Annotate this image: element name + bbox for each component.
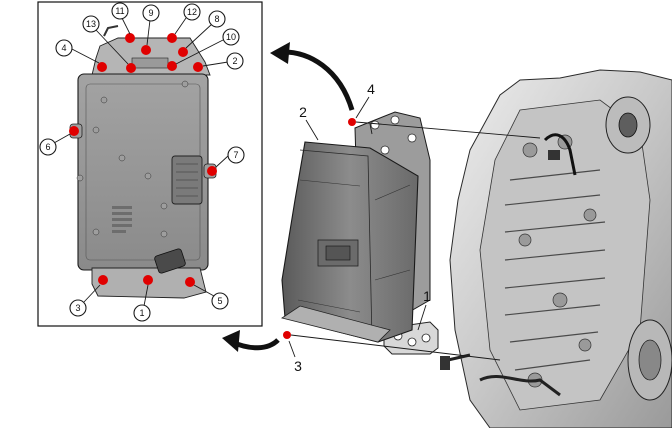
main-label-4: 4	[367, 81, 375, 97]
callout-4: 4	[55, 39, 73, 57]
callout-11: 11	[111, 2, 129, 20]
inset-bolt-7	[207, 166, 217, 176]
callout-2: 2	[226, 52, 244, 70]
control-module	[281, 111, 431, 343]
inset-bolt-2	[193, 62, 203, 72]
inset-bolt-10	[167, 61, 177, 71]
inset-bolt-8	[178, 47, 188, 57]
leader-label-1	[417, 304, 427, 331]
leader-label-2	[305, 119, 319, 141]
inset-bolt-5	[185, 277, 195, 287]
callout-13: 13	[82, 15, 100, 33]
arrow-upper-head	[270, 42, 290, 64]
callout-13-label: 13	[86, 19, 96, 29]
callout-12-label: 12	[187, 7, 197, 17]
callout-1-label: 1	[139, 308, 144, 318]
inset-bolts	[69, 33, 217, 287]
inset-leaders	[53, 17, 229, 307]
main-label-3: 3	[294, 358, 302, 374]
callout-5: 5	[211, 292, 229, 310]
alignment-line-lower	[290, 334, 501, 361]
callout-5-label: 5	[217, 296, 222, 306]
arrow-lower-head	[222, 330, 240, 352]
callout-11-label: 11	[115, 6, 124, 16]
callout-2-label: 2	[232, 56, 237, 66]
transmission-case	[440, 69, 672, 428]
leader-label-3	[288, 340, 296, 358]
callout-10: 10	[222, 28, 240, 46]
callout-3-label: 3	[75, 303, 80, 313]
callout-3: 3	[69, 299, 87, 317]
callout-8: 8	[208, 10, 226, 28]
arrow-upper	[277, 49, 355, 111]
callout-1: 1	[133, 304, 151, 322]
inset-bolt-4	[97, 62, 107, 72]
inset-bolt-12	[167, 33, 177, 43]
callout-12: 12	[183, 3, 201, 21]
callout-8-label: 8	[214, 14, 219, 24]
inset-bolt-13	[126, 63, 136, 73]
bolt-4-main	[348, 118, 356, 126]
main-label-1: 1	[423, 288, 431, 304]
leader-label-4	[355, 96, 370, 119]
callout-9: 9	[142, 4, 160, 22]
callout-7: 7	[227, 146, 245, 164]
inset-bolt-1	[143, 275, 153, 285]
callout-7-label: 7	[233, 150, 238, 160]
leader-main-4	[369, 123, 373, 135]
main-label-2: 2	[299, 104, 307, 120]
inset-bolt-3	[98, 275, 108, 285]
callout-6: 6	[39, 138, 57, 156]
bolt-3-main	[283, 331, 291, 339]
inset-bolt-11	[125, 33, 135, 43]
inset-bolt-9	[141, 45, 151, 55]
callout-6-label: 6	[45, 142, 50, 152]
callout-4-label: 4	[61, 43, 66, 53]
alignment-line-upper	[355, 121, 541, 139]
callout-10-label: 10	[226, 32, 236, 42]
callout-9-label: 9	[148, 8, 153, 18]
inset-bolt-6	[69, 126, 79, 136]
